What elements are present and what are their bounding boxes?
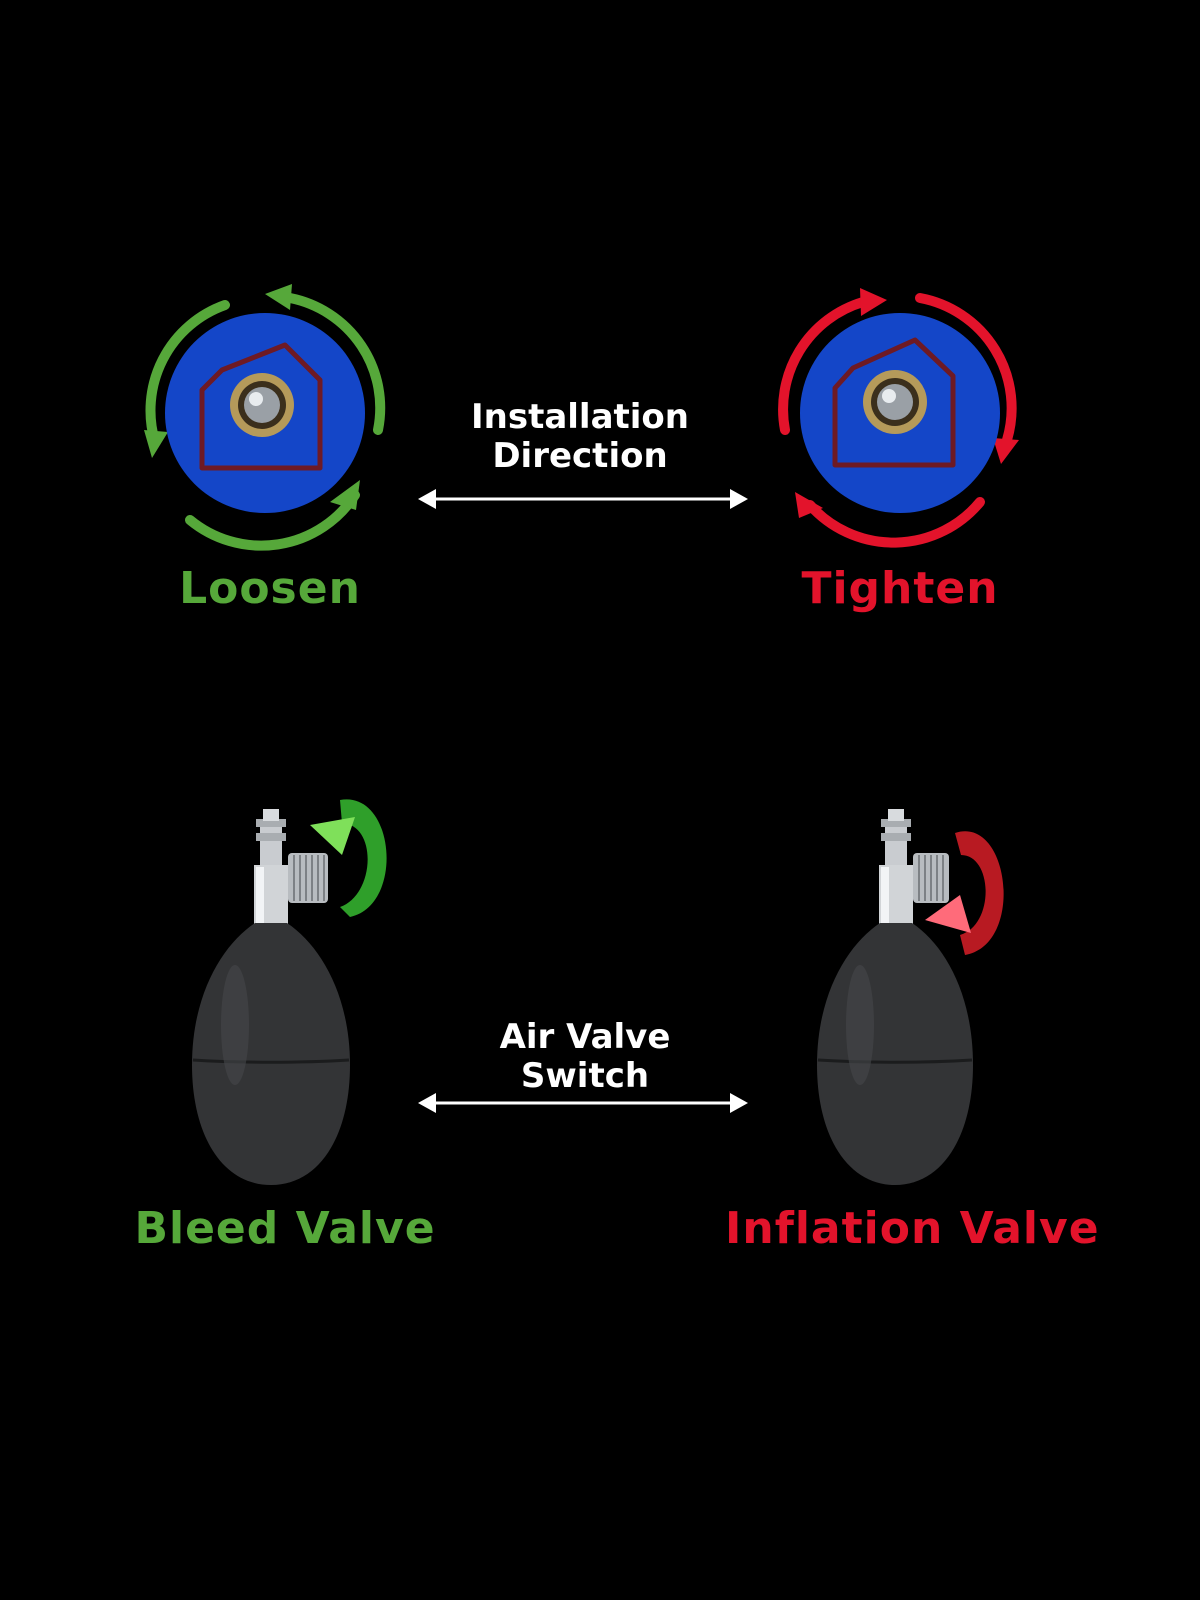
caption-line-2: Direction	[492, 436, 668, 476]
inflation-valve-bulb-figure	[817, 809, 1004, 1185]
caption-line-1: Installation	[470, 397, 689, 437]
knob-pin-ball	[877, 384, 913, 420]
loosen-knob-figure	[144, 284, 386, 551]
tighten-label: Tighten	[801, 563, 999, 614]
tighten-arrowheads	[795, 288, 1019, 518]
loosen-label: Loosen	[179, 563, 361, 614]
air-valve-double-arrow-icon	[418, 1093, 748, 1113]
tighten-rotation-arrows-icon	[778, 293, 1017, 548]
inflation-valve-label: Inflation Valve	[725, 1203, 1100, 1254]
bulb-body	[817, 923, 973, 1185]
installation-double-arrow-icon	[418, 489, 748, 509]
knob-pin-ball	[244, 387, 280, 423]
loosen-arrowheads	[144, 284, 360, 510]
air-valve-switch-caption: Air Valve Switch	[435, 1018, 735, 1096]
installation-direction-caption: Installation Direction	[430, 398, 730, 476]
inflation-rotation-arrow-icon	[925, 831, 1004, 955]
caption-line-2: Switch	[520, 1056, 650, 1096]
bleed-valve-label: Bleed Valve	[134, 1203, 436, 1254]
bleed-rotation-arrow-icon	[310, 799, 387, 917]
bulb-body	[192, 923, 350, 1185]
bleed-valve-bulb-figure	[192, 799, 387, 1185]
loosen-rotation-arrows-icon	[145, 293, 386, 551]
tighten-knob-figure	[778, 288, 1019, 548]
caption-line-1: Air Valve	[499, 1017, 671, 1057]
